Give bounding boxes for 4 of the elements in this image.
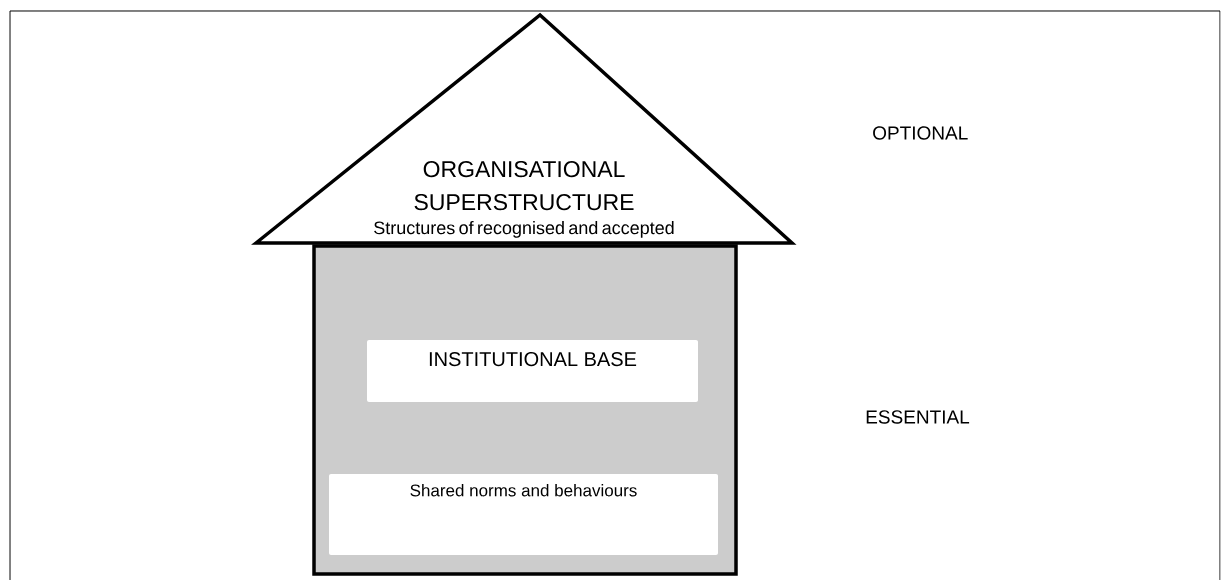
- text-box: INSTITUTIONAL BASE: [367, 340, 698, 402]
- side-label: ESSENTIAL: [866, 410, 970, 424]
- side-label: OPTIONAL: [873, 126, 968, 140]
- text-box: Shared norms and behaviours: [329, 474, 718, 555]
